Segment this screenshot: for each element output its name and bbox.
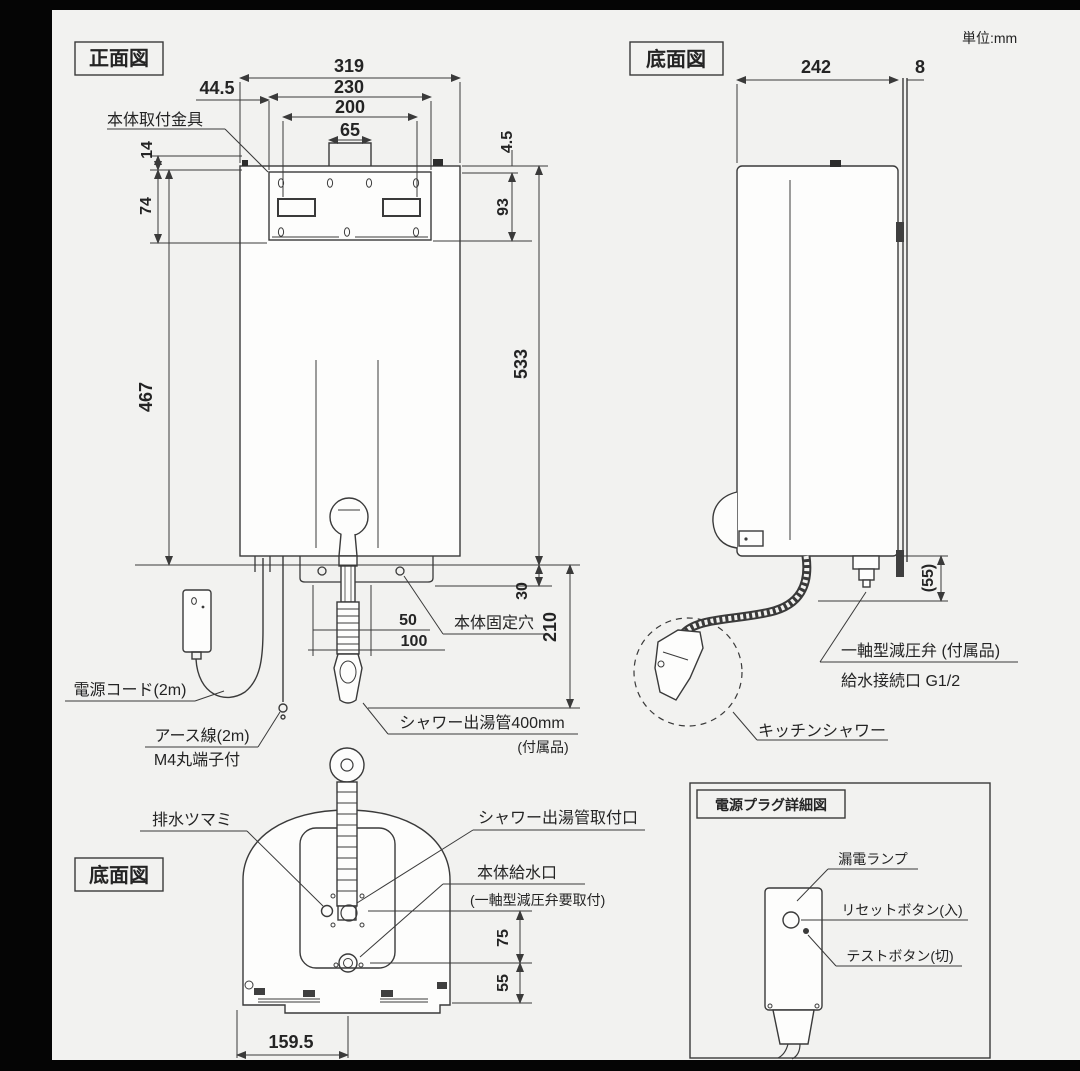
- plug-detail-texts: 電源プラグ詳細図 漏電ランプ リセットボタン(入) テストボタン(切): [715, 797, 963, 964]
- plug-body: [764, 887, 823, 1011]
- dim-93: 93: [495, 198, 512, 216]
- plug-detail-title: 電源プラグ詳細図: [715, 797, 827, 813]
- heater-body-side: [736, 165, 899, 557]
- power-cord-label: 電源コード(2m): [74, 681, 187, 699]
- fixing-hole-label: 本体固定穴: [454, 614, 534, 632]
- dim-65: 65: [340, 120, 360, 140]
- front-view-texts: 正面図 本体取付金具 319 230 200 65 44.5 14 74 467…: [74, 48, 569, 769]
- dim-159-5: 159.5: [268, 1032, 313, 1052]
- valve-label-2: 給水接続口 G1/2: [841, 672, 960, 690]
- plug-prong-base: [772, 1009, 815, 1045]
- plug-detail-title-box: [696, 789, 846, 819]
- dim-8: 8: [915, 57, 925, 77]
- reset-button: [782, 911, 800, 929]
- bracket-label: 本体取付金具: [107, 111, 203, 129]
- side-view-title-box: [629, 41, 724, 76]
- test-button-label: テストボタン(切): [846, 948, 953, 964]
- dim-200: 200: [335, 97, 365, 117]
- inlet-label-2: (一軸型減圧弁要取付): [470, 892, 605, 908]
- water-inlet: [333, 953, 364, 973]
- dim-55: 55: [495, 974, 512, 992]
- bottom-view: [74, 747, 645, 1059]
- feet-marks: [254, 982, 447, 997]
- power-cord: [182, 558, 264, 699]
- pressure-valve: [852, 555, 880, 588]
- dim-14: 14: [139, 141, 156, 159]
- plug-detail: [689, 782, 991, 1060]
- dim-210: 210: [540, 612, 560, 642]
- dim-75: 75: [495, 929, 512, 947]
- drain-knob: [320, 904, 334, 918]
- reset-button-label: リセットボタン(入): [841, 902, 962, 918]
- inlet-label-1: 本体給水口: [477, 864, 557, 882]
- bottom-view-texts: 底面図 排水ツマミ シャワー出湯管取付口 本体給水口 (一軸型減圧弁要取付) 7…: [89, 809, 638, 1052]
- shower-pipe-label-2: (付属品): [517, 739, 568, 755]
- side-view-title: 底面図: [646, 47, 706, 71]
- bottom-bracket: [254, 556, 434, 583]
- shower-outlet-label: シャワー出湯管取付口: [478, 809, 638, 827]
- kitchen-shower-callout-circle: [633, 617, 743, 727]
- shower-pipe-label-1: シャワー出湯管400mm: [399, 714, 564, 732]
- test-button: [803, 928, 809, 934]
- front-view-title-box: [74, 41, 164, 76]
- dim-4-5: 4.5: [499, 131, 516, 153]
- plug-leaders: [796, 868, 968, 967]
- leak-lamp-label: 漏電ランプ: [838, 851, 908, 867]
- earth-wire-label-2: M4丸端子付: [154, 751, 240, 769]
- earth-wire-label-1: アース線(2m): [154, 727, 249, 745]
- bottom-view-title: 底面図: [89, 863, 149, 887]
- drain-knob-label: 排水ツマミ: [152, 811, 232, 829]
- side-view-texts: 底面図 242 8 (55) 一軸型減圧弁 (付属品) 給水接続口 G1/2 キ…: [646, 47, 1000, 740]
- front-view: [65, 41, 580, 748]
- dim-50: 50: [399, 612, 417, 629]
- dim-74: 74: [138, 197, 155, 215]
- bottom-dimensions: [236, 910, 532, 1059]
- front-leaders: [65, 128, 578, 748]
- bottom-view-title-box: [74, 857, 164, 892]
- earth-wire: [278, 556, 288, 720]
- front-dimensions: [135, 74, 580, 709]
- side-dimensions: [736, 76, 948, 602]
- side-leaders: [732, 591, 1018, 741]
- kitchen-shower-label: キッチンシャワー: [758, 723, 886, 740]
- shower-pipe-bottom: [329, 747, 365, 922]
- kitchen-shower-head: [654, 629, 704, 701]
- side-view: [629, 41, 1018, 741]
- dim-319: 319: [334, 56, 364, 76]
- dim-55-paren: (55): [920, 564, 937, 592]
- dim-230: 230: [334, 77, 364, 97]
- shower-mixer-front: [329, 497, 369, 704]
- valve-label-1: 一軸型減圧弁 (付属品): [841, 642, 1000, 660]
- bottom-leaders: [140, 829, 645, 958]
- dim-467: 467: [136, 382, 156, 412]
- dim-533: 533: [511, 349, 531, 379]
- dim-100: 100: [401, 633, 428, 650]
- dim-44-5: 44.5: [199, 78, 234, 98]
- dim-242: 242: [801, 57, 831, 77]
- plug-detail-frame: [689, 782, 991, 1059]
- front-view-title: 正面図: [89, 48, 149, 70]
- dim-30: 30: [514, 582, 531, 600]
- units-label: 単位:mm: [962, 30, 1017, 46]
